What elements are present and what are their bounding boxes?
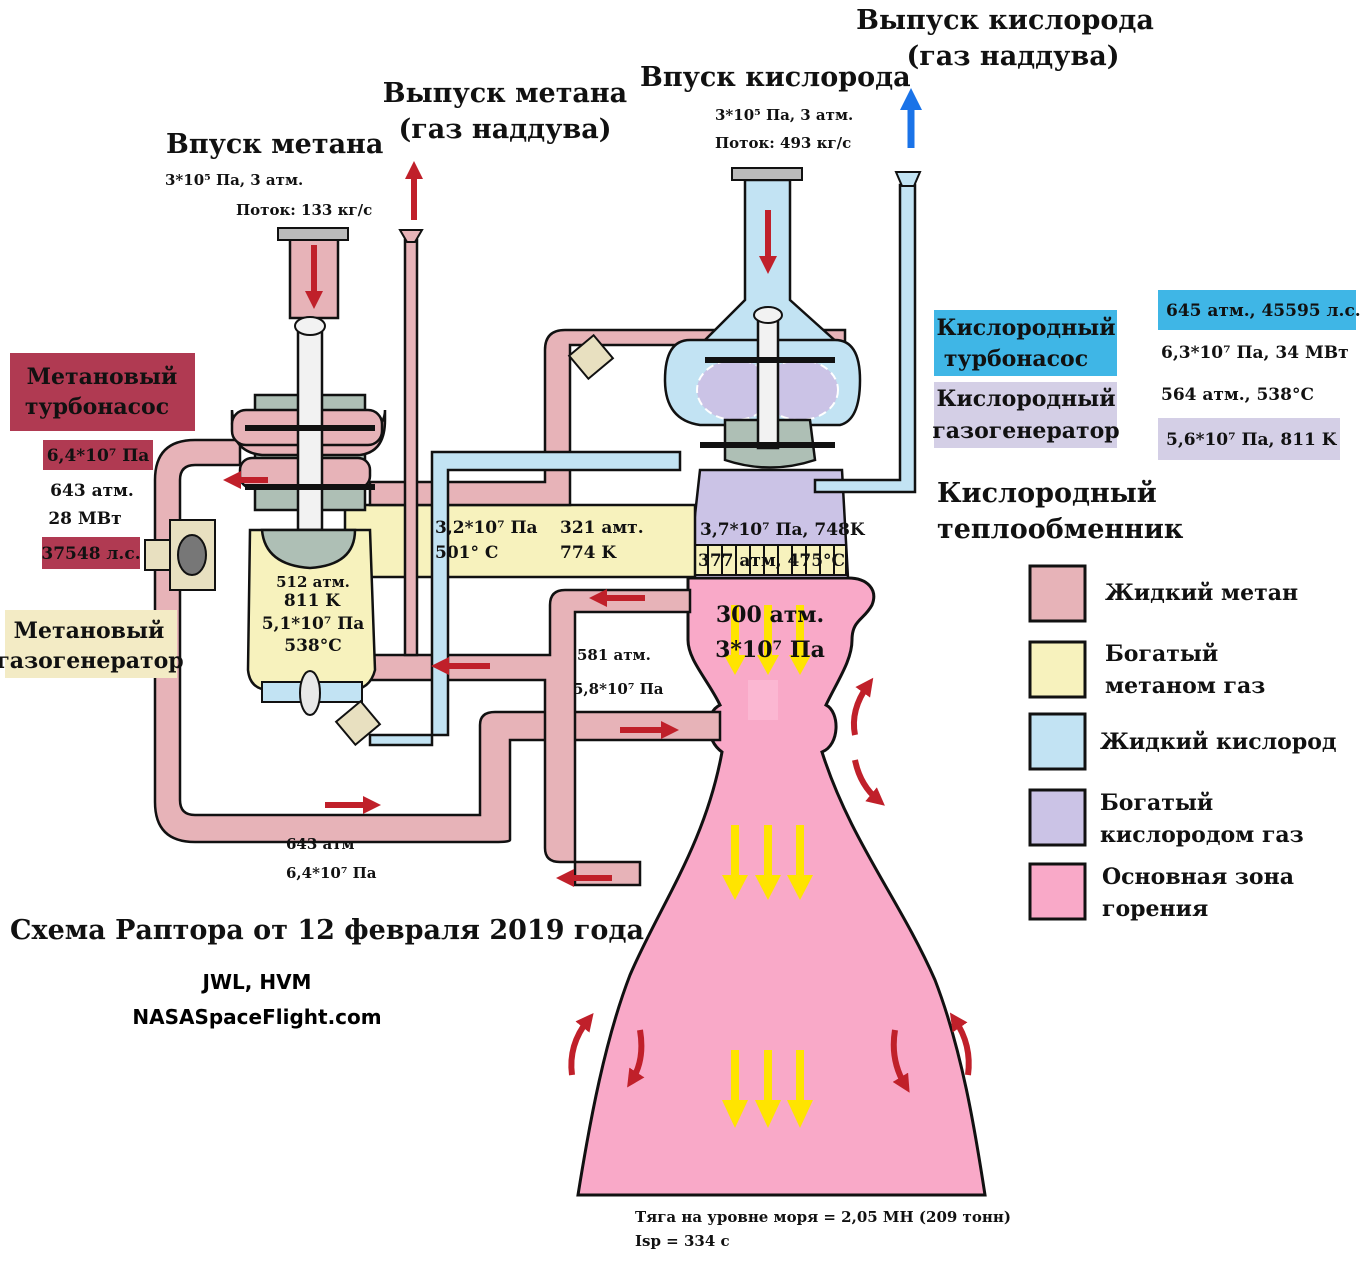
legend-label-oxygen-rich-gas-2: кислородом газ [1100, 822, 1304, 848]
oxygen-vent-line1: Выпуск кислорода [856, 5, 1154, 36]
methane-inlet-pressure: 3*10⁵ Па, 3 атм. [165, 171, 303, 189]
isp-value: Isp = 334 с [635, 1232, 730, 1250]
oxygen-gg-label-bg [934, 382, 1117, 448]
coolant-inlet-pa: 5,8*10⁷ Па [573, 680, 664, 698]
methane-gas-generator [246, 528, 377, 716]
legend-swatch-liquid-oxygen [1028, 712, 1087, 771]
legend-label-liquid-methane: Жидкий метан [1105, 580, 1298, 606]
hot-gas-duct [343, 503, 697, 579]
valve-lower [334, 699, 382, 747]
hot-gas-duct-temp-k: 774 K [560, 543, 617, 563]
methane-turbopump-label-bg [10, 353, 195, 431]
legend-label-methane-rich-gas-2: метаном газ [1105, 673, 1265, 699]
legend-swatch-methane-rich-gas [1028, 640, 1087, 699]
legend-label-combustion-2: горения [1102, 896, 1208, 922]
valve-upper [567, 333, 615, 381]
methane-turbopump-power-hp: 37548 л.с. [41, 544, 140, 564]
chamber-pressure-pa: 3*10⁷ Па [715, 637, 825, 663]
flow-arrows-methane [223, 161, 777, 887]
oxygen-gg-label-2: газогенератор [932, 418, 1119, 444]
methane-gg-label-2: газогенератор [0, 648, 184, 674]
oxygen-vent-line2: (газ наддува) [906, 41, 1119, 72]
legend-label-combustion-1: Основная зона [1102, 864, 1294, 890]
diagram-title: Схема Раптора от 12 февраля 2019 года [10, 915, 644, 946]
methane-gg-value-2: 811 K [284, 591, 341, 611]
oxygen-gg-label-1: Кислородный [936, 386, 1115, 412]
legend-label-liquid-oxygen: Жидкий кислород [1100, 729, 1337, 755]
oxygen-gg-value-2: 5,6*10⁷ Па, 811 K [1166, 430, 1338, 450]
oxygen-gg-values-bg [1158, 418, 1340, 460]
oxygen-gg-value-1: 564 атм., 538°C [1161, 385, 1314, 405]
methane-pressure-label-bg [43, 440, 153, 470]
legend-swatch-combustion [1028, 862, 1087, 921]
methane-turbopump-label-2: турбонасос [25, 394, 169, 420]
oxygen-turbopump-value-1: 645 атм., 45595 л.с. [1166, 301, 1361, 321]
valve-left [144, 519, 216, 591]
credits-authors: JWL, HVM [201, 970, 312, 994]
methane-vent-line2: (газ наддува) [398, 114, 611, 145]
legend-swatch-oxygen-rich-gas [1028, 788, 1087, 847]
main-methane-line-atm: 643 атм [286, 835, 355, 853]
thrust-value: Тяга на уровне моря = 2,05 МН (209 тонн) [635, 1208, 1011, 1226]
oxygen-heat-exchanger-label-2: теплообменник [937, 514, 1184, 545]
legend-label-methane-rich-gas-1: Богатый [1105, 641, 1218, 667]
oxygen-inlet-pressure: 3*10⁵ Па, 3 атм. [715, 106, 853, 124]
flow-arrows-exhaust [722, 605, 813, 1128]
coolant-inlet-atm: 581 атм. [577, 646, 651, 664]
oxygen-inlet-flow: Поток: 493 кг/с [715, 134, 851, 152]
hot-gas-duct-atm: 321 амт. [560, 518, 644, 538]
methane-turbopump-power-mw: 28 МВт [48, 509, 121, 529]
methane-turbopump-pressure-atm: 643 атм. [50, 481, 134, 501]
methane-turbopump-label-1: Метановый [27, 364, 178, 390]
oxygen-turbopump [663, 306, 862, 469]
oxygen-turbopump-label-bg [934, 310, 1117, 376]
credits-site: NASASpaceFlight.com [132, 1005, 381, 1029]
methane-inlet-flow: Поток: 133 кг/с [236, 201, 372, 219]
methane-gg-label-bg [5, 610, 177, 678]
legend-label-oxygen-rich-gas-1: Богатый [1100, 790, 1213, 816]
methane-hp-label-bg [42, 537, 140, 569]
oxygen-turbopump-values-bg [1158, 290, 1356, 330]
methane-vent-line1: Выпуск метана [383, 78, 627, 109]
legend: Жидкий метан Богатый метаном газ Жидкий … [1028, 564, 1337, 922]
oxygen-gas-generator-body [686, 468, 850, 580]
heat-exchanger-outlet-values: 377 атм, 475°C [698, 551, 845, 571]
oxygen-turbopump-label-2: турбонасос [944, 346, 1088, 372]
hot-gas-duct-temp-c: 501° C [435, 543, 498, 563]
oxygen-turbopump-value-2: 6,3*10⁷ Па, 34 МВт [1161, 343, 1349, 363]
methane-gg-value-3: 5,1*10⁷ Па [262, 614, 365, 634]
methane-gg-value-4: 538°C [284, 636, 342, 656]
methane-gg-label-1: Метановый [14, 618, 165, 644]
oxygen-inlet-title: Впуск кислорода [640, 62, 911, 93]
methane-inlet-title: Впуск метана [166, 129, 383, 160]
methane-turbopump [230, 316, 387, 532]
legend-swatch-liquid-methane [1028, 564, 1087, 623]
methane-gg-value-1: 512 атм. [276, 573, 350, 591]
heat-exchanger-inlet-values: 3,7*10⁷ Па, 748K [700, 520, 866, 540]
main-methane-line-pa: 6,4*10⁷ Па [286, 864, 377, 882]
main-combustion-chamber [576, 576, 987, 1197]
methane-turbopump-pressure-pa: 6,4*10⁷ Па [47, 446, 150, 466]
hot-gas-duct-pressure: 3,2*10⁷ Па [435, 518, 538, 538]
oxygen-heat-exchanger-label-1: Кислородный [937, 478, 1157, 509]
oxygen-turbopump-label-1: Кислородный [936, 315, 1115, 341]
chamber-pressure-atm: 300 атм. [716, 602, 824, 628]
flow-arrow-oxygen-vent [900, 88, 922, 148]
flow-arrows-cooling [568, 677, 972, 1093]
